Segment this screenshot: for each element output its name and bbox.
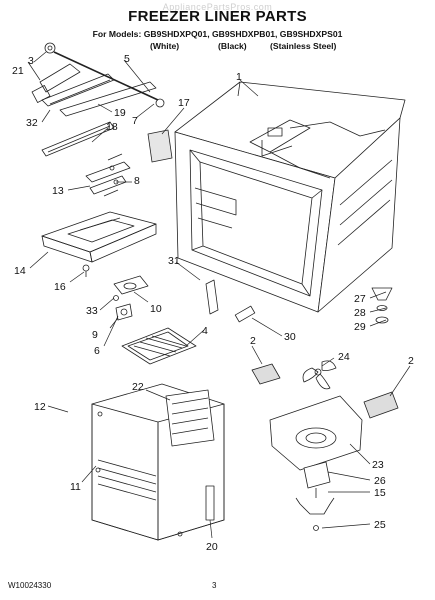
callout-20: 20: [206, 541, 218, 553]
callout-11: 11: [70, 481, 81, 493]
callout-33: 33: [86, 305, 98, 317]
callout-5: 5: [124, 53, 130, 65]
callout-2: 2: [250, 335, 256, 347]
callout-24: 24: [338, 351, 350, 363]
callout-28: 28: [354, 307, 366, 319]
document-number: W10024330: [8, 581, 52, 590]
thermistor-part: [234, 305, 256, 323]
damper-housing-part: [41, 211, 157, 263]
callout-30: 30: [284, 331, 296, 343]
callout-1: 1: [236, 71, 242, 83]
variant-white: (White): [150, 41, 180, 51]
callout-12: 12: [34, 401, 46, 413]
rail-assembly-part: [31, 42, 165, 157]
callout-17: 17: [178, 97, 190, 109]
callout-labels: 1 2 2 3 4 5 6 7 8 9 10 11 12 13 14 15 16…: [12, 53, 414, 553]
variant-stainless: (Stainless Steel): [270, 41, 337, 51]
air-deflector-part: [205, 279, 219, 315]
callout-29: 29: [354, 321, 366, 333]
callout-22: 22: [132, 381, 144, 393]
evaporator-cover-part: [91, 383, 225, 541]
callout-21: 21: [12, 65, 24, 77]
callout-26: 26: [374, 475, 386, 487]
callout-15: 15: [374, 487, 386, 499]
callout-18: 18: [106, 121, 118, 133]
page-number: 3: [212, 581, 217, 590]
callout-7: 7: [132, 115, 138, 127]
foam-pad-part: [147, 129, 173, 163]
damper-control-part: [113, 275, 149, 321]
callout-25: 25: [374, 519, 386, 531]
callout-6: 6: [94, 345, 100, 357]
variant-black: (Black): [218, 41, 247, 51]
leader-lines: [27, 51, 411, 539]
callout-19: 19: [114, 107, 126, 119]
screw-part: [82, 264, 90, 277]
callout-8: 8: [134, 175, 140, 187]
callout-10: 10: [150, 303, 162, 315]
callout-4: 4: [202, 325, 208, 337]
callout-3: 3: [28, 55, 34, 67]
callout-23: 23: [372, 459, 384, 471]
bracket-part: [85, 153, 131, 197]
grille-cover-part: [121, 327, 197, 365]
light-socket-part: [371, 287, 393, 324]
fan-assembly-part: [269, 360, 363, 531]
callout-13: 13: [52, 185, 64, 197]
callout-9: 9: [92, 329, 98, 341]
watermark: AppliancePartsPros.com: [162, 2, 273, 12]
callout-14: 14: [14, 265, 26, 277]
callout-32: 32: [26, 117, 38, 129]
page-title: FREEZER LINER PARTS: [128, 8, 307, 25]
foam-strip-part: [251, 363, 399, 419]
callout-27: 27: [354, 293, 366, 305]
freezer-liner-part: [174, 81, 406, 313]
callout-31: 31: [168, 255, 180, 267]
model-list: For Models: GB9SHDXPQ01, GB9SHDXPB01, GB…: [92, 29, 343, 39]
callout-16: 16: [54, 281, 66, 293]
callout-2: 2: [408, 355, 414, 367]
